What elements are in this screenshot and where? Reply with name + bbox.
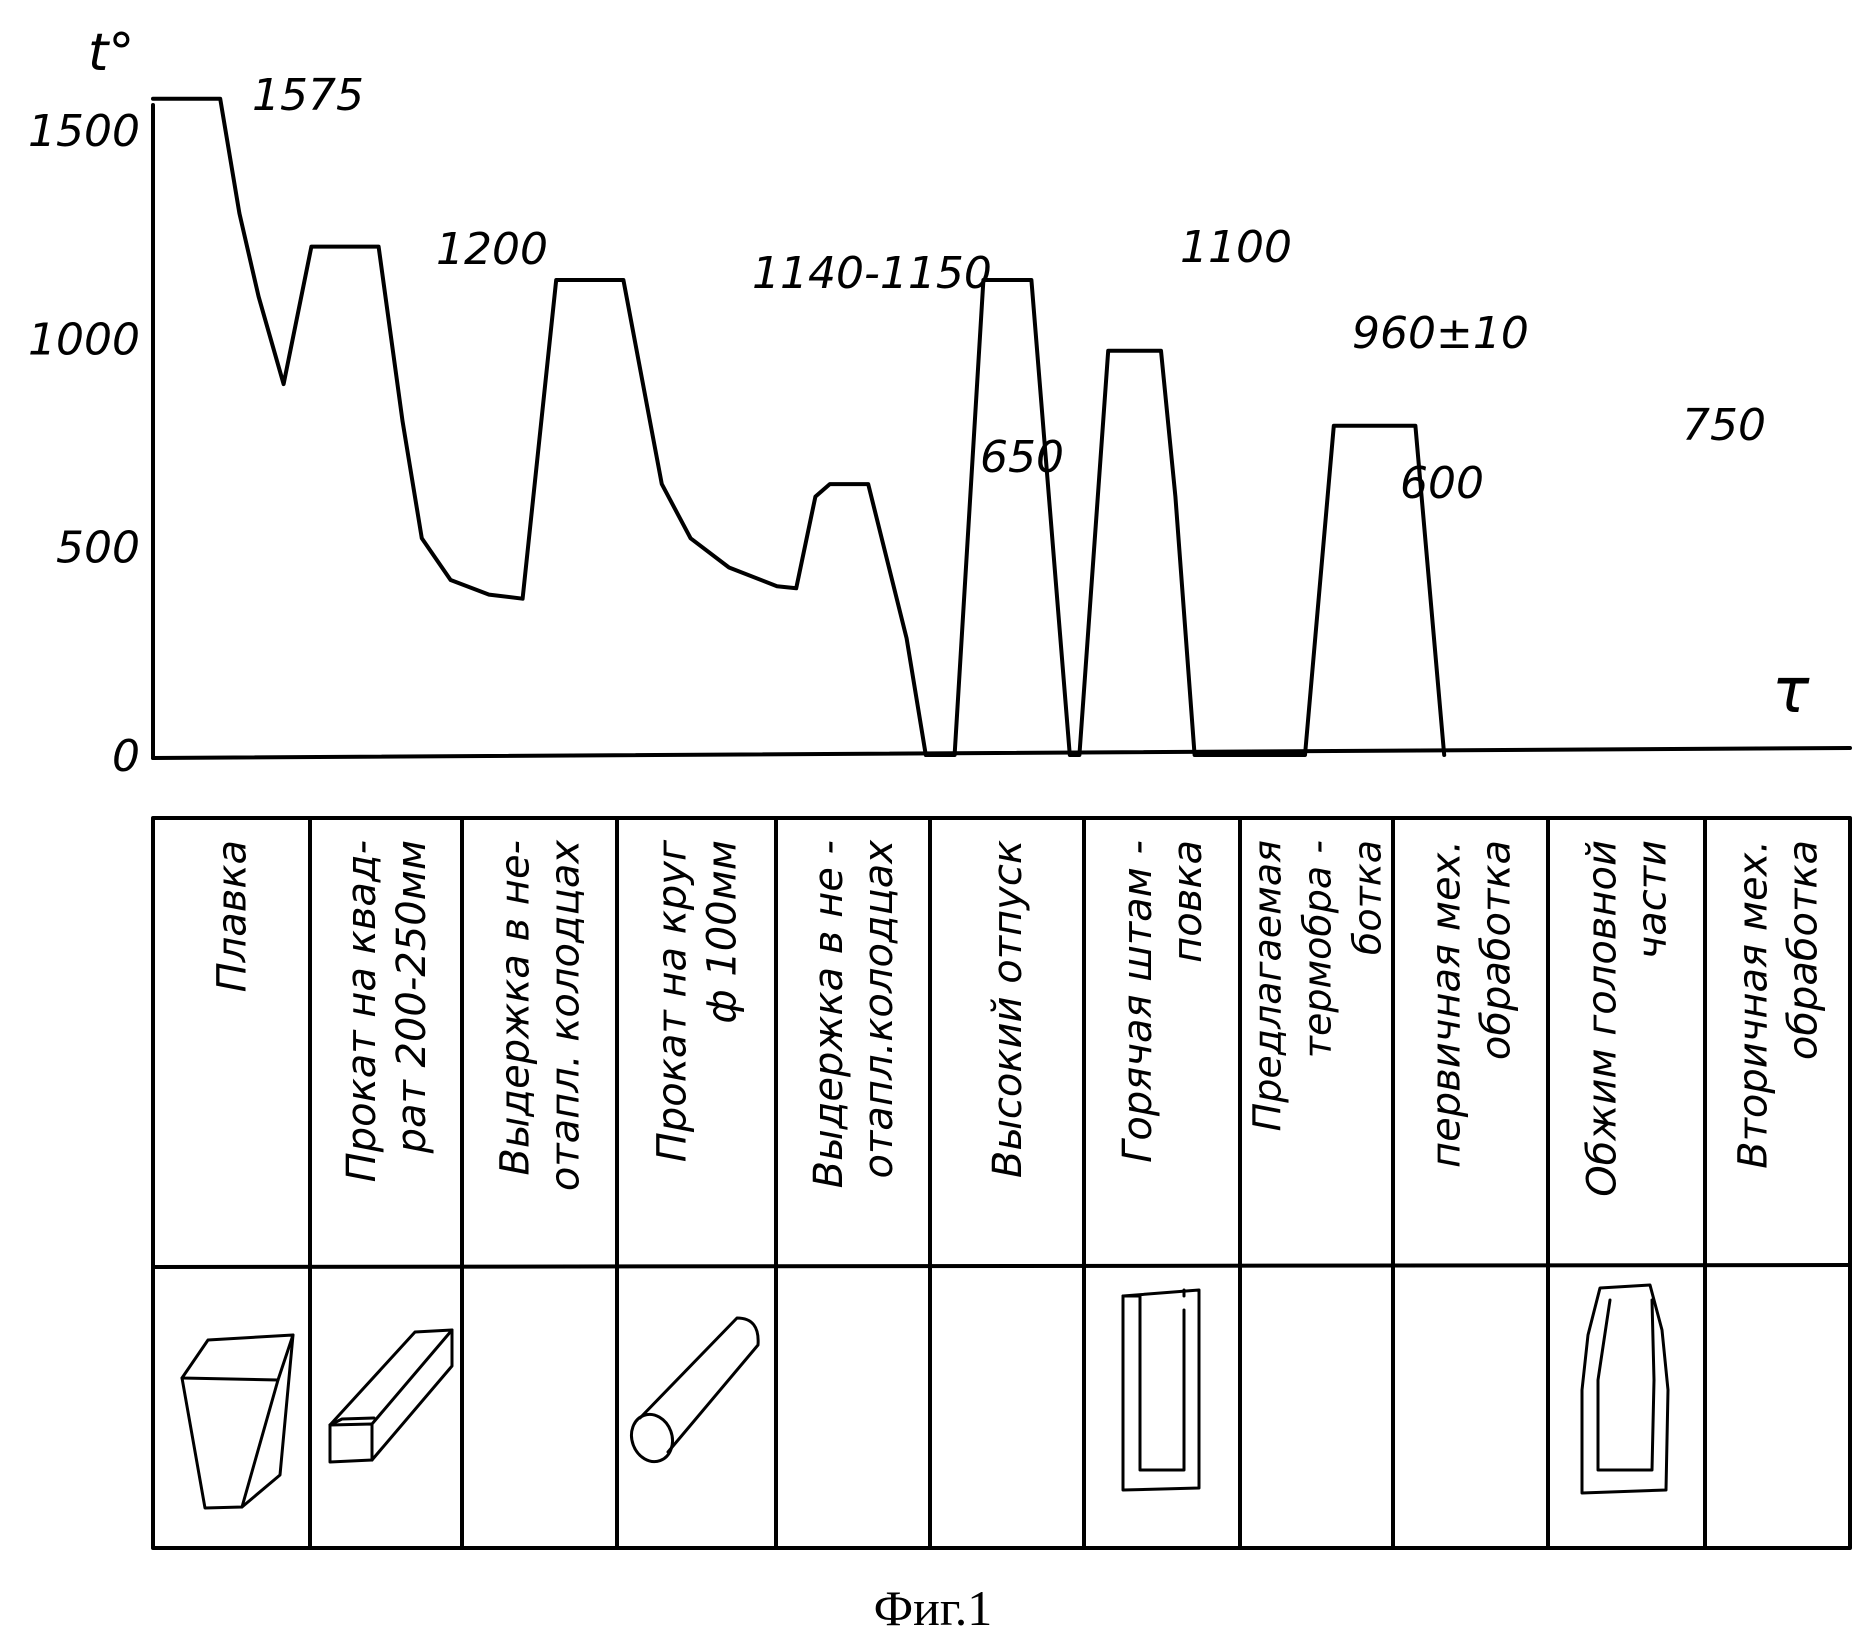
operation-label-line: Прокат на квад- xyxy=(339,840,385,1182)
operation-label-line: Прокат на круг xyxy=(650,839,696,1162)
operation-label-line: ботка xyxy=(1346,840,1390,955)
operation-label-line: Высокий отпуск xyxy=(985,840,1031,1178)
temperature-annotations: 1575 1200 1140-1150 650 1100 960±10 600 … xyxy=(252,70,1766,509)
rod-icon xyxy=(625,1318,758,1467)
y-tick-label: 0 xyxy=(112,731,140,782)
operation-label: первичная мех.обработка xyxy=(1424,840,1520,1168)
process-table: Плавка Прокат на квад-рат 200-250мм Выдерж… xyxy=(153,818,1850,1548)
operation-label-line: Плавка xyxy=(210,840,256,992)
y-tick-label: 1000 xyxy=(28,314,140,365)
operation-label: Вторичная мех.обработка xyxy=(1731,840,1827,1169)
operation-label: Выдержка в не-отапл. колодцах xyxy=(493,840,589,1192)
y-axis-label: t° xyxy=(88,23,134,83)
annotation-1575: 1575 xyxy=(252,70,364,121)
bar-icon xyxy=(330,1330,452,1462)
figure-caption: Фиг.1 xyxy=(874,1580,993,1636)
operation-label-line: Выдержка в не- xyxy=(493,840,539,1176)
operation-label-line: Предлагаемая xyxy=(1246,840,1290,1131)
y-tick-labels: 0 500 1000 1500 xyxy=(28,106,140,782)
head-icon xyxy=(1582,1285,1668,1493)
y-tick-label: 1500 xyxy=(28,106,140,157)
operation-label-line: Обжим головной xyxy=(1580,840,1626,1197)
operation-label-line: термобра - xyxy=(1296,840,1340,1058)
operation-label-line: части xyxy=(1630,840,1676,959)
die-icon xyxy=(1123,1290,1199,1490)
y-tick-label: 500 xyxy=(56,523,140,574)
operation-label-line: Выдержка в не - xyxy=(806,840,852,1188)
annotation-960: 960±10 xyxy=(1352,308,1529,359)
operation-label: Высокий отпуск xyxy=(985,840,1031,1178)
operation-label-line: повка xyxy=(1165,840,1211,963)
x-axis-label: τ xyxy=(1772,654,1810,727)
operation-label: Предлагаемаятермобра -ботка xyxy=(1246,840,1390,1131)
block-icon xyxy=(182,1335,293,1508)
operation-label-line: Горячая штам - xyxy=(1115,840,1161,1163)
operation-label-line: отапл. колодцах xyxy=(543,840,589,1192)
operation-label-line: рат 200-250мм xyxy=(389,840,435,1154)
x-axis xyxy=(153,748,1850,758)
annotation-600: 600 xyxy=(1400,458,1484,509)
operation-labels: Плавка Прокат на квад-рат 200-250мм Выдерж… xyxy=(210,839,1827,1197)
operation-label-line: отапл.колодцах xyxy=(856,840,902,1179)
operation-label: Обжим головнойчасти xyxy=(1580,840,1676,1197)
operation-label: Прокат на кругф 100мм xyxy=(650,839,746,1162)
operation-label-line: Вторичная мех. xyxy=(1731,840,1777,1169)
temperature-curve xyxy=(153,99,1444,755)
table-divider xyxy=(153,1265,1850,1267)
operation-label-line: обработка xyxy=(1781,840,1827,1060)
operation-label-line: обработка xyxy=(1474,840,1520,1060)
operation-label: Плавка xyxy=(210,840,256,992)
operation-label-line: первичная мех. xyxy=(1424,840,1470,1168)
annotation-750: 750 xyxy=(1682,400,1766,451)
operation-label: Прокат на квад-рат 200-250мм xyxy=(339,840,435,1182)
annotation-1140-1150: 1140-1150 xyxy=(752,248,992,299)
annotation-1100: 1100 xyxy=(1180,222,1292,273)
operation-label: Горячая штам -повка xyxy=(1115,840,1211,1163)
operation-label: Выдержка в не -отапл.колодцах xyxy=(806,840,902,1189)
operation-label-line: ф 100мм xyxy=(700,840,746,1024)
annotation-1200: 1200 xyxy=(436,224,548,275)
annotation-650: 650 xyxy=(980,432,1064,483)
